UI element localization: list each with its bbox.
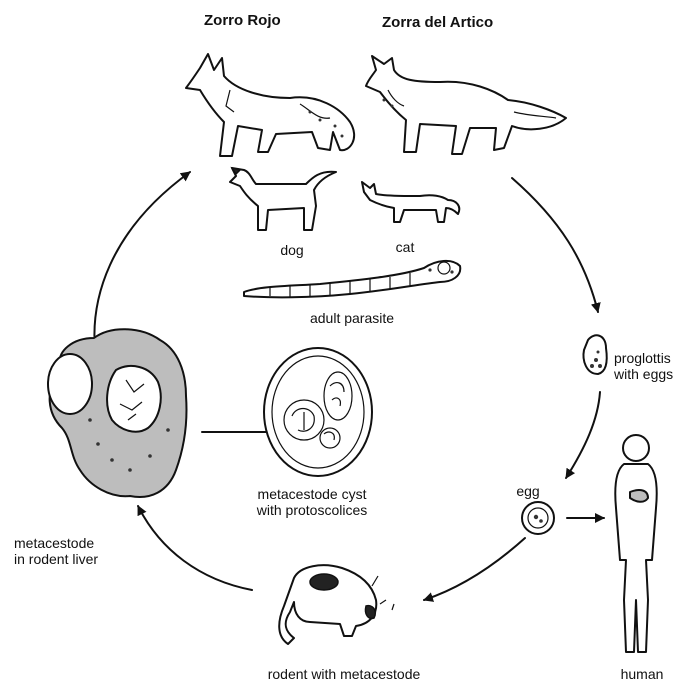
- arctic-fox-illustration: [366, 56, 566, 154]
- label-rodent: rodent with metacestode: [268, 666, 421, 682]
- arrow-rodent-liver: [138, 506, 252, 590]
- cat-illustration: [362, 182, 459, 222]
- red-fox-illustration: [186, 54, 354, 156]
- proglottis-illustration: [584, 335, 607, 374]
- dog-illustration: [230, 168, 336, 230]
- label-cyst-protoscolices: with protoscolices: [257, 502, 368, 518]
- arrow-egg-rodent: [424, 538, 525, 600]
- human-illustration: [615, 435, 656, 652]
- label-red-fox: Zorro Rojo: [204, 13, 281, 29]
- label-liver: metacestode: [14, 535, 94, 551]
- label-human: human: [621, 666, 664, 682]
- label-proglottis-eggs: with eggs: [614, 366, 673, 382]
- label-egg: egg: [516, 483, 539, 499]
- egg-illustration: [522, 502, 554, 534]
- label-cyst: metacestode cyst: [258, 486, 367, 502]
- adult-parasite-illustration: [244, 261, 460, 297]
- rodent-liver-illustration: [48, 329, 187, 497]
- arrow-top-right: [512, 178, 598, 312]
- rodent-illustration: [279, 565, 394, 644]
- label-proglottis: proglottis: [614, 350, 671, 366]
- label-cat: cat: [396, 239, 415, 255]
- arrow-right-down: [566, 392, 600, 478]
- label-liver-rodent: in rodent liver: [14, 551, 98, 567]
- metacestode-cyst-illustration: [264, 348, 372, 476]
- label-dog: dog: [280, 242, 303, 258]
- label-arctic-fox: Zorra del Artico: [382, 15, 493, 31]
- label-adult-parasite: adult parasite: [310, 310, 394, 326]
